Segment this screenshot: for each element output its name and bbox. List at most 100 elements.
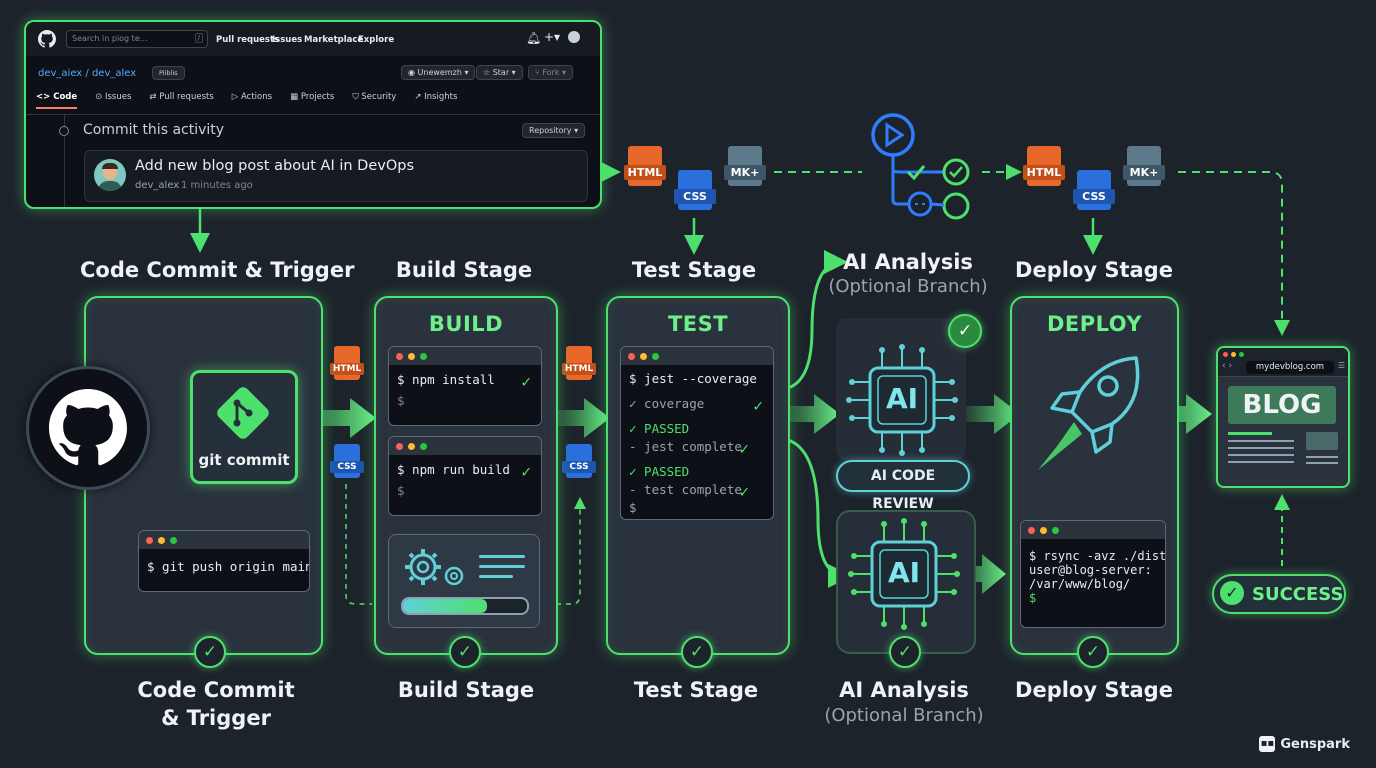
- github-header: Search in piog te… / Pull requests Issue…: [26, 22, 600, 56]
- test-bottom-title: Test Stage: [633, 678, 759, 702]
- nav-marketplace[interactable]: Marketplace: [304, 35, 364, 45]
- workflow-actions-icon: [871, 113, 970, 220]
- ai-stage-subtitle: (Optional Branch): [828, 276, 988, 297]
- html-file-icon: HTML: [562, 346, 596, 380]
- success-check-icon: ✓: [1220, 581, 1244, 605]
- divider: [26, 114, 600, 115]
- timeline-node: [59, 126, 69, 136]
- css-file-icon: CSS: [674, 170, 716, 210]
- fork-label: Fork: [542, 68, 560, 77]
- github-octocat-icon: [49, 389, 127, 466]
- rocket-icon: [1038, 356, 1140, 470]
- repository-button[interactable]: Repository ▾: [522, 123, 586, 138]
- css-file-icon: CSS: [562, 444, 596, 478]
- prompt-line: $: [397, 393, 405, 408]
- nav-issues[interactable]: Issues: [272, 35, 303, 45]
- ai-bottom-subtitle: (Optional Branch): [824, 705, 984, 726]
- commit-card[interactable]: Add new blog post about AI in DevOps dev…: [84, 150, 588, 202]
- text-line-icon: [1306, 456, 1338, 458]
- github-logo-badge: [26, 366, 150, 490]
- push-terminal: $ git push origin main: [138, 530, 310, 592]
- passed-line: ✓ PASSED: [629, 464, 690, 479]
- tab-actions[interactable]: ▷ Actions: [231, 92, 273, 102]
- npm-install-terminal: $ npm install✓ $: [388, 346, 542, 426]
- css-file-icon: CSS: [1073, 170, 1115, 210]
- genspark-watermark: ▪▪ Genspark: [1259, 736, 1350, 752]
- blog-browser-window: ‹ › mydevblog.com ☰ BLOG: [1216, 346, 1350, 488]
- prompt-line: $: [1029, 591, 1037, 605]
- plus-icon[interactable]: +▾: [544, 30, 561, 44]
- html-file-icon: HTML: [1023, 146, 1065, 186]
- css-file-icon: CSS: [330, 444, 364, 478]
- commit-check-icon: ✓: [194, 636, 226, 668]
- ai-stage-title: AI Analysis: [843, 250, 973, 274]
- commit-stage-title: Code Commit & Trigger: [80, 258, 355, 282]
- markdown-file-icon: MK+: [1123, 146, 1165, 186]
- search-input[interactable]: Search in piog te… /: [66, 30, 208, 48]
- tab-security[interactable]: ⛉ Security: [352, 92, 397, 102]
- html-file-label: HTML: [562, 363, 596, 375]
- tab-projects-label: Projects: [300, 92, 335, 102]
- build-progress-bar: [401, 597, 529, 615]
- tab-insights[interactable]: ↗ Insights: [414, 92, 458, 102]
- text-line-icon: [479, 565, 525, 568]
- repo-tabs: <> Code ⊙ Issues ⇄ Pull requests ▷ Actio…: [36, 92, 457, 109]
- npm-build-terminal: $ npm run build✓ $: [388, 436, 542, 516]
- avatar[interactable]: [568, 31, 580, 43]
- text-line-icon: [1228, 454, 1294, 456]
- markdown-file-label: MK+: [724, 165, 766, 180]
- coverage-line: ✓ coverage: [629, 396, 705, 411]
- github-window: Search in piog te… / Pull requests Issue…: [24, 20, 602, 209]
- commit-bottom-title-line2: & Trigger: [161, 706, 271, 730]
- tab-issues[interactable]: ⊙ Issues: [95, 92, 132, 102]
- back-forward-icon[interactable]: ‹ ›: [1222, 361, 1233, 371]
- text-line-icon: [1306, 462, 1338, 464]
- tab-code[interactable]: <> Code: [36, 92, 78, 109]
- tab-pull-requests-label: Pull requests: [159, 92, 214, 102]
- ai-chip-label: AI: [887, 556, 921, 589]
- build-progress-card: [388, 534, 540, 628]
- text-line-icon: [1228, 447, 1294, 449]
- markdown-file-label: MK+: [1123, 165, 1165, 180]
- css-file-label: CSS: [562, 461, 596, 473]
- nav-pull-requests[interactable]: Pull requests: [216, 35, 280, 45]
- git-commit-label: git commit: [198, 451, 290, 469]
- text-line-icon: [479, 575, 513, 578]
- html-file-label: HTML: [330, 363, 364, 375]
- build-header: BUILD: [428, 312, 504, 336]
- star-button[interactable]: ☆ Star ▾: [476, 65, 523, 80]
- tab-projects[interactable]: ▦ Projects: [290, 92, 335, 102]
- commit-time: 1 minutes ago: [181, 180, 253, 191]
- css-file-label: CSS: [1073, 189, 1115, 204]
- npm-build-command: $ npm run build: [397, 462, 510, 477]
- bell-icon[interactable]: 🔔︎: [526, 31, 542, 45]
- commit-author[interactable]: dev_alex: [135, 180, 180, 191]
- genspark-logo-icon: ▪▪: [1259, 736, 1276, 752]
- repo-name[interactable]: dev_aiex / dev_alex: [38, 68, 137, 79]
- star-label: Star: [492, 68, 510, 77]
- css-file-label: CSS: [674, 189, 716, 204]
- html-file-label: HTML: [1023, 165, 1065, 180]
- tab-pull-requests[interactable]: ⇄ Pull requests: [149, 92, 214, 102]
- url-bar[interactable]: mydevblog.com: [1246, 361, 1334, 374]
- github-logo-icon[interactable]: [38, 30, 56, 48]
- text-line-icon: [1228, 440, 1294, 442]
- rsync-target: user@blog-server:: [1029, 563, 1152, 577]
- blog-title: BLOG: [1228, 386, 1336, 424]
- success-label: SUCCESS: [1252, 584, 1344, 605]
- check-icon: ✓: [739, 439, 749, 458]
- fork-button[interactable]: ⑂ Fork ▾: [528, 65, 574, 80]
- check-icon: ✓: [521, 372, 531, 391]
- html-file-icon: HTML: [330, 346, 364, 380]
- unwatch-button[interactable]: ◉ Unewemzh ▾: [401, 65, 476, 80]
- prompt-line: $: [629, 500, 637, 515]
- unwatch-label: Unewemzh: [417, 68, 462, 77]
- jest-command: $ jest --coverage: [629, 371, 757, 386]
- menu-icon[interactable]: ☰: [1337, 361, 1345, 370]
- nav-explore[interactable]: Explore: [358, 35, 395, 45]
- commit-message[interactable]: Add new blog post about AI in DevOps: [135, 158, 415, 174]
- rsync-command: $ rsync -avz ./dist/: [1029, 549, 1166, 563]
- repo-visibility-badge: Piiblis: [152, 66, 185, 80]
- activity-heading: Commit this activity: [83, 122, 225, 138]
